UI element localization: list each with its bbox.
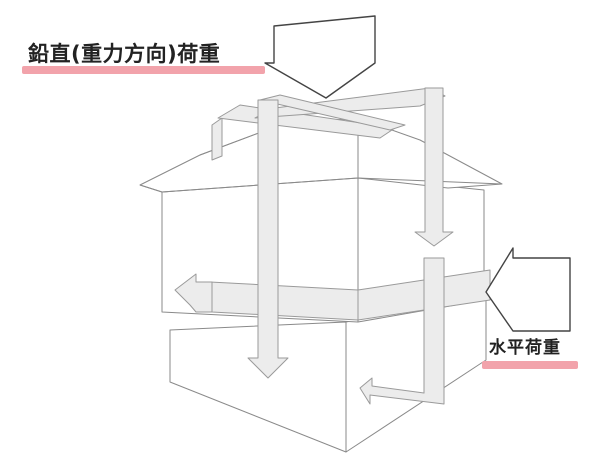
vertical-load-highlight <box>22 66 265 74</box>
load-path-left-column <box>247 99 289 379</box>
vertical-load-arrow-shape <box>264 15 376 99</box>
load-path-right-column-upper <box>414 87 454 247</box>
vertical-load-label: 鉛直(重力方向)荷重 <box>28 42 221 66</box>
horizontal-load-arrow-shape <box>485 247 571 332</box>
vertical-load-paths <box>247 87 454 405</box>
top-beam-frame <box>211 87 446 161</box>
beam-cross-top <box>259 94 406 131</box>
horizontal-load-highlight <box>482 361 578 369</box>
vertical-load-arrow-icon <box>264 15 376 99</box>
horizontal-load-arrow-icon <box>485 247 571 332</box>
load-path-right-column-lower <box>359 257 445 405</box>
band-left-arrow <box>174 273 213 313</box>
beam-left-post <box>211 117 223 161</box>
lower-storey <box>169 295 487 453</box>
horizontal-load-label: 水平荷重 <box>489 338 561 358</box>
